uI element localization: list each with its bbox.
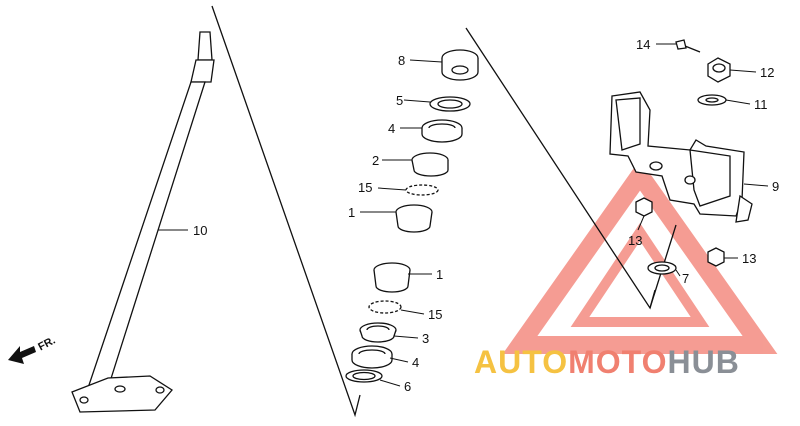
part-9-bracket — [609, 91, 753, 223]
callout-11: 11 — [754, 97, 768, 112]
watermark-hub: HUB — [667, 344, 740, 380]
part-14-bolt — [675, 39, 701, 53]
part-8-nut — [441, 49, 479, 81]
leader-line-left — [211, 5, 361, 418]
watermark-moto: MOTO — [568, 344, 668, 380]
front-arrow-icon — [8, 346, 36, 364]
part-15-ball-bearings-upper — [405, 184, 439, 196]
callout-1-upper: 1 — [348, 205, 356, 220]
part-5-washer — [429, 96, 471, 112]
part-4-upper-race — [421, 119, 463, 143]
callout-9: 9 — [772, 179, 780, 194]
part-11-washer — [697, 94, 727, 106]
callout-1-lower: 1 — [436, 267, 444, 282]
callout-10: 10 — [193, 223, 208, 238]
part-13-nut-left — [635, 197, 653, 217]
callout-13-left: 13 — [628, 233, 643, 248]
callout-8: 8 — [398, 53, 406, 68]
callout-15-lower: 15 — [428, 307, 443, 322]
callout-2: 2 — [372, 153, 380, 168]
part-3-lower-cone — [359, 322, 397, 343]
callout-13-right: 13 — [742, 251, 757, 266]
callout-3: 3 — [422, 331, 430, 346]
leader-line-right — [465, 27, 656, 310]
watermark-auto: AUTO — [474, 344, 569, 380]
part-13-nut-right — [707, 247, 725, 267]
part-4-lower-race — [351, 345, 393, 369]
callout-15-upper: 15 — [358, 180, 373, 195]
callout-5: 5 — [396, 93, 404, 108]
part-12-nut — [707, 57, 731, 83]
part-6-seal — [345, 369, 383, 383]
part-1-lower-cup — [373, 262, 411, 293]
part-1-upper-cup — [395, 204, 433, 233]
callout-4-upper: 4 — [388, 121, 396, 136]
callout-6: 6 — [404, 379, 412, 394]
callout-4-lower: 4 — [412, 355, 420, 370]
watermark-logo-text: AUTOMOTOHUB — [474, 346, 740, 378]
callout-14: 14 — [636, 37, 651, 52]
callout-12: 12 — [760, 65, 775, 80]
part-2-cone-race — [411, 152, 449, 177]
part-15-ball-bearings-lower — [368, 300, 402, 314]
part-7-washer — [647, 261, 677, 275]
watermark-triangle — [502, 159, 778, 354]
steering-stem — [71, 31, 215, 413]
callout-7: 7 — [682, 271, 690, 286]
